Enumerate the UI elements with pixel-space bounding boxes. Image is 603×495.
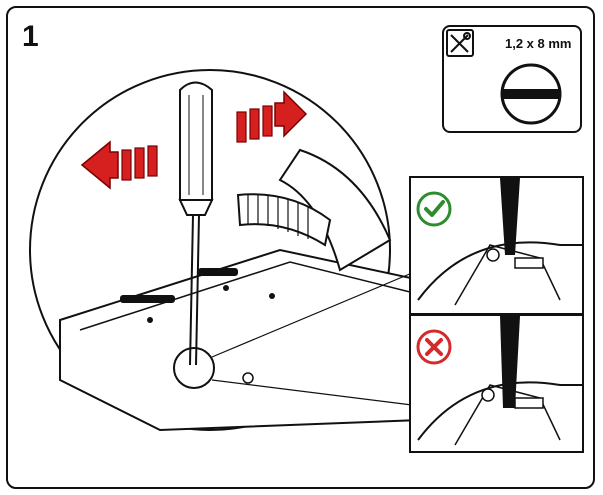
- slotted-screw-icon: [500, 63, 562, 125]
- target-circle: [173, 347, 215, 389]
- tool-size-label: 1,2 x 8 mm: [505, 36, 572, 51]
- detail-wrong: [409, 314, 584, 453]
- step-number: 1: [22, 20, 39, 53]
- arrow-right-icon: [236, 90, 308, 143]
- x-icon: [416, 329, 452, 365]
- screwdriver-wrench-icon: [446, 29, 474, 57]
- detail-correct: [409, 176, 584, 315]
- screwdriver-icon: [178, 81, 214, 366]
- arrow-left-icon: [80, 140, 158, 190]
- magnified-view: [29, 69, 421, 432]
- check-icon: [416, 191, 452, 227]
